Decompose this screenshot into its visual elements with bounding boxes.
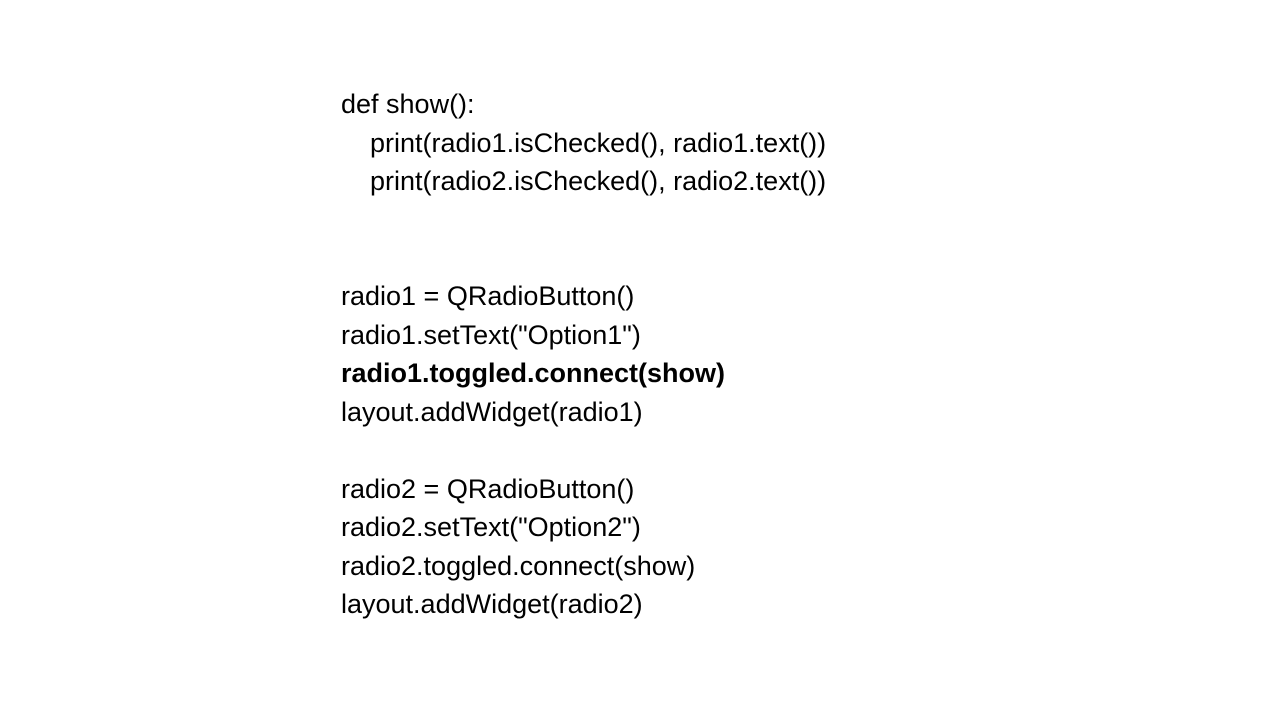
code-line: layout.addWidget(radio2) [341, 589, 643, 619]
blank-line [341, 431, 725, 470]
code-line: radio1.toggled.connect(show) [341, 358, 726, 388]
code-line: radio2.toggled.connect(show) [341, 550, 696, 581]
code-line: def show(): [341, 89, 475, 119]
code-line: print(radio2.isChecked(), radio2.text()) [370, 166, 827, 196]
code-block-radio-setup: radio1 = QRadioButton() radio1.setText("O… [341, 277, 725, 624]
code-line: radio1.setText("Option1") [341, 319, 641, 350]
code-line: radio1 = QRadioButton() [341, 281, 635, 311]
code-block-show-function: def show(): print(radio1.isChecked(), rad… [341, 85, 826, 201]
code-line: print(radio1.isChecked(), radio1.text()) [370, 127, 827, 158]
code-line: radio2 = QRadioButton() [341, 473, 635, 504]
code-line: radio2.setText("Option2") [341, 512, 641, 542]
code-line: layout.addWidget(radio1) [341, 396, 643, 427]
